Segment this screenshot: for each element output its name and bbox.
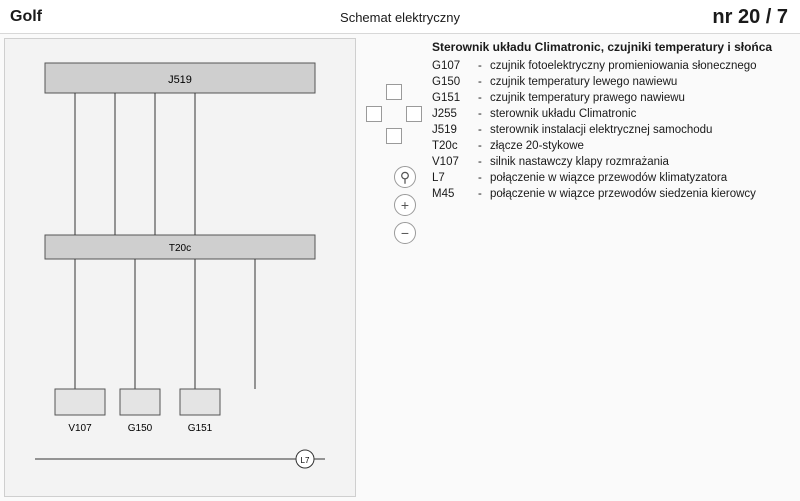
legend-code: G151 (432, 92, 461, 104)
legend-separator: - (478, 156, 482, 168)
module-block (44, 62, 316, 94)
legend-separator: - (478, 108, 482, 120)
legend-item: J255 -sterownik układu Climatronic (432, 106, 790, 122)
legend-separator: - (478, 60, 482, 72)
legend-description: połączenie w wiązce przewodów siedzenia … (490, 188, 756, 200)
page-header: Golf Schemat elektryczny nr 20 / 7 (0, 0, 800, 34)
legend-item: G150 -czujnik temperatury lewego nawiewu (432, 74, 790, 90)
legend-description: sterownik instalacji elektrycznej samoch… (490, 124, 713, 136)
page-number: nr 20 / 7 (712, 6, 788, 28)
connector-label: T20c (169, 243, 191, 254)
legend-item: T20c -złącze 20-stykowe (432, 138, 790, 154)
legend-description: połączenie w wiązce przewodów klimatyzat… (490, 172, 728, 184)
legend-description: złącze 20-stykowe (490, 140, 584, 152)
legend-title: Sterownik układu Climatronic, czujniki t… (432, 40, 773, 54)
legend-description: czujnik temperatury lewego nawiewu (490, 76, 678, 88)
legend-code: T20c (432, 140, 458, 152)
ground-node (295, 449, 315, 469)
right-sensor-box (179, 388, 221, 416)
legend-item: L7 -połączenie w wiązce przewodów klimaty… (432, 170, 790, 186)
legend-code: J255 (432, 108, 457, 120)
legend-separator: - (478, 92, 482, 104)
left-sensor-box (119, 388, 161, 416)
module-label: J519 (168, 74, 192, 86)
connector-bar (44, 234, 316, 260)
legend-code: G150 (432, 76, 461, 88)
page-title: Schemat elektryczny (340, 10, 460, 25)
legend-description: silnik nastawczy klapy rozmrażania (490, 156, 669, 168)
legend-description: sterownik układu Climatronic (490, 108, 637, 120)
search-icon[interactable]: ⚲ (394, 166, 416, 188)
pan-controls (366, 84, 422, 144)
pan-right-icon[interactable] (406, 106, 422, 122)
model-name: Golf (10, 8, 42, 25)
legend-description: czujnik fotoelektryczny promieniowania s… (490, 60, 757, 72)
wiring-diagram: J519 T20c V107 G150 G151 L7 (4, 38, 356, 497)
zoom-in-icon[interactable]: + (394, 194, 416, 216)
legend-code: J519 (432, 124, 457, 136)
legend-panel: Sterownik układu Climatronic, czujniki t… (432, 40, 790, 202)
legend-item: G107 -czujnik fotoelektryczny promieniowa… (432, 58, 790, 74)
motor-box (54, 388, 106, 416)
legend-item: V107 -silnik nastawczy klapy rozmrażania (432, 154, 790, 170)
legend-item: G151 -czujnik temperatury prawego nawiewu (432, 90, 790, 106)
legend-separator: - (478, 140, 482, 152)
wire-group (35, 93, 325, 460)
legend-code: M45 (432, 188, 455, 200)
legend-separator: - (478, 188, 482, 200)
legend-item: J519 -sterownik instalacji elektrycznej s… (432, 122, 790, 138)
zoom-out-icon[interactable]: − (394, 222, 416, 244)
legend-description: czujnik temperatury prawego nawiewu (490, 92, 685, 104)
legend-separator: - (478, 76, 482, 88)
legend-separator: - (478, 124, 482, 136)
right-sensor-label: G151 (188, 423, 213, 434)
legend-item: M45 -połączenie w wiązce przewodów siedze… (432, 186, 790, 202)
ground-label: L7 (301, 456, 310, 465)
motor-label: V107 (68, 423, 92, 434)
legend-code: G107 (432, 60, 461, 72)
pan-up-icon[interactable] (386, 84, 402, 100)
pan-down-icon[interactable] (386, 128, 402, 144)
legend-list: G107-czujnik fotoelektryczny promieniowa… (432, 58, 790, 202)
pan-left-icon[interactable] (366, 106, 382, 122)
left-sensor-label: G150 (128, 423, 153, 434)
legend-separator: - (478, 172, 482, 184)
legend-code: V107 (432, 156, 459, 168)
legend-code: L7 (432, 172, 445, 184)
